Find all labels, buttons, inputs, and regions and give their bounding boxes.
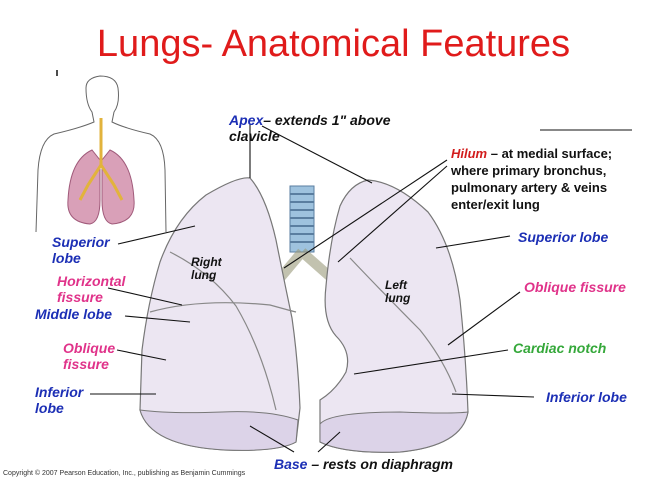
superior-lobe-left-label: Superior lobe (52, 234, 110, 266)
left-lung-label: Left lung (385, 279, 410, 305)
apex-term: Apex (229, 112, 264, 128)
oblique-fissure-left-line1: Oblique (63, 340, 116, 356)
hilum-label: Hilum – at medial surface; where primary… (451, 145, 612, 213)
hilum-line3: pulmonary artery & veins (451, 180, 608, 195)
left-lung-base (319, 411, 469, 453)
inferior-lobe-right-label: Inferior lobe (546, 389, 627, 405)
hilum-term: Hilum (451, 146, 488, 161)
superior-lobe-left-line1: Superior (52, 234, 110, 250)
hilum-line1: – at medial surface; (487, 146, 613, 161)
cardiac-notch-label: Cardiac notch (513, 340, 607, 356)
right-lung-label: Right lung (191, 256, 222, 282)
inferior-lobe-left-line1: Inferior (35, 384, 84, 400)
left-lung-label-line1: Left (385, 278, 407, 292)
apex-desc-line1: – extends 1" above (263, 112, 391, 128)
superior-lobe-right-label: Superior lobe (518, 229, 609, 245)
middle-lobe-label: Middle lobe (35, 306, 112, 322)
hilum-line4: enter/exit lung (451, 197, 540, 212)
inset-lungs (67, 118, 135, 225)
oblique-fissure-left-line2: fissure (63, 356, 109, 372)
horizontal-fissure-label: Horizontal fissure (57, 273, 125, 305)
superior-lobe-left-line2: lobe (52, 250, 81, 266)
inferior-lobe-left-line2: lobe (35, 400, 64, 416)
base-term: Base (274, 456, 308, 472)
leader-lines (90, 124, 632, 453)
apex-label: Apex– extends 1" above clavicle (229, 112, 391, 144)
left-lung-shape (319, 179, 469, 453)
copyright-notice: Copyright © 2007 Pearson Education, Inc.… (3, 470, 246, 477)
horizontal-fissure-line1: Horizontal (57, 273, 126, 289)
horizontal-fissure-line2: fissure (57, 289, 103, 305)
oblique-fissure-right-label: Oblique fissure (524, 279, 626, 295)
oblique-fissure-left-label: Oblique fissure (63, 340, 115, 372)
hilum-line2: where primary bronchus, (451, 163, 607, 178)
right-lung-label-line1: Right (191, 255, 222, 269)
inferior-lobe-left-label: Inferior lobe (35, 384, 83, 416)
base-desc: – rests on diaphragm (307, 456, 453, 472)
base-label: Base – rests on diaphragm (274, 456, 453, 472)
apex-desc-line2: clavicle (229, 128, 280, 144)
right-lung-base (139, 409, 299, 451)
torso-inset (35, 75, 167, 233)
page-title: Lungs- Anatomical Features (96, 23, 571, 65)
right-lung-label-line2: lung (191, 268, 217, 282)
left-lung-label-line2: lung (385, 291, 411, 305)
